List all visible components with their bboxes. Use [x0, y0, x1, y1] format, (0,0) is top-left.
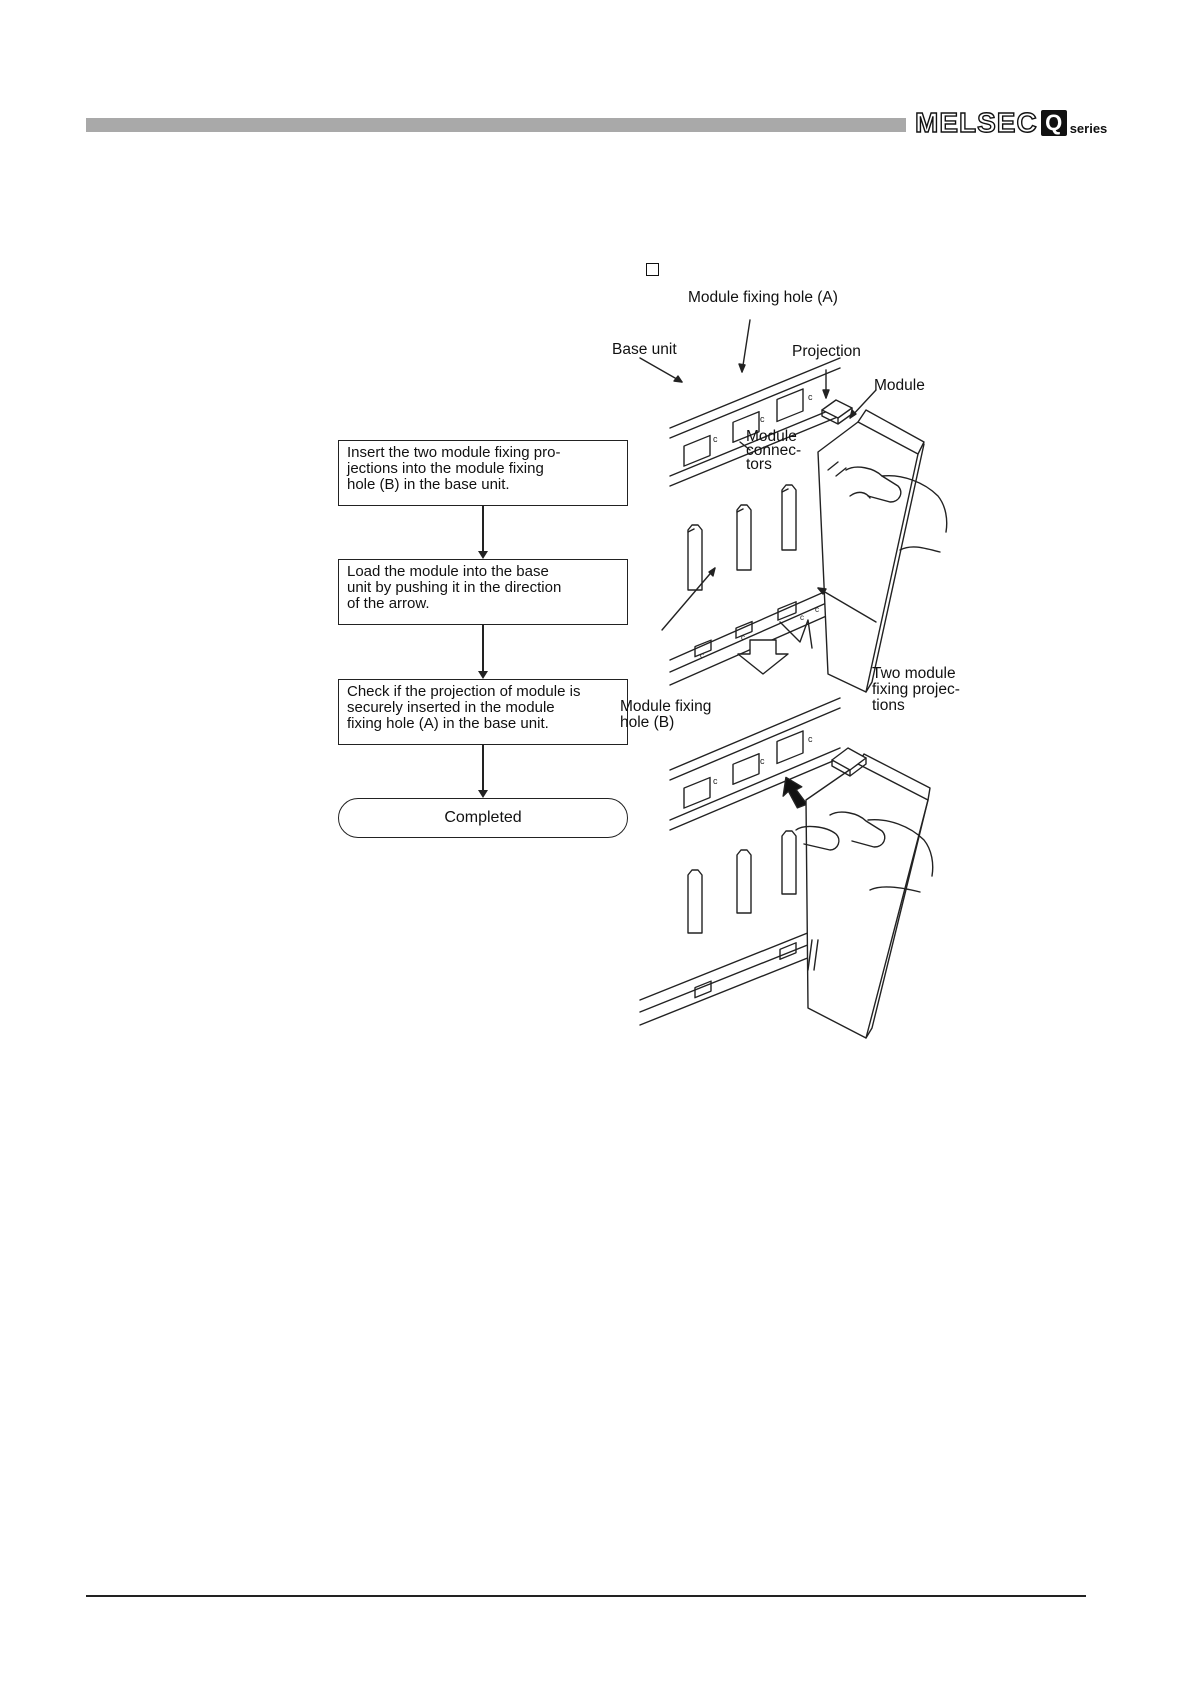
- brand-letter: Q: [1040, 110, 1067, 136]
- flow-step-line: fixing hole (A) in the base unit.: [347, 715, 549, 732]
- flow-step-line: unit by pushing it in the direction: [347, 579, 562, 596]
- flow-terminal-completed: Completed: [338, 798, 628, 838]
- flow-arrow-head: [478, 790, 488, 798]
- svg-text:c: c: [713, 776, 718, 786]
- svg-text:c: c: [800, 613, 804, 622]
- label-line: connec-: [746, 442, 802, 459]
- header-bar: [86, 118, 906, 132]
- flow-step-load: Load the module into the base unit by pu…: [338, 559, 628, 625]
- svg-text:c: c: [713, 434, 718, 444]
- flow-step-line: of the arrow.: [347, 595, 430, 612]
- svg-text:c: c: [741, 633, 745, 642]
- flow-connector: [482, 745, 484, 790]
- flow-step-line: Insert the two module fixing pro-: [347, 444, 561, 461]
- brand-suffix: series: [1069, 121, 1108, 136]
- flow-step-check: Check if the projection of module is sec…: [338, 679, 628, 745]
- flow-step-line: jections into the module fixing: [347, 460, 544, 477]
- label-line: fixing projec-: [872, 681, 960, 698]
- label-line: Module: [746, 428, 797, 445]
- module-mounting-illustration: c c c c c c c: [600, 290, 1060, 1090]
- label-line: tions: [872, 697, 905, 714]
- footer-rule: [86, 1595, 1086, 1597]
- brand-logo: MELSEC Q series: [914, 104, 1108, 138]
- flow-connector: [482, 625, 484, 671]
- label-line: tors: [746, 456, 772, 473]
- label-module-connectors: Module connec- tors: [746, 428, 802, 473]
- svg-text:c: c: [808, 734, 813, 744]
- label-line: hole (B): [620, 714, 675, 731]
- label-projection: Projection: [792, 343, 861, 360]
- svg-text:c: c: [815, 605, 819, 614]
- label-line: Two module: [872, 665, 956, 682]
- mounting-drawing: c c c c c c c: [639, 319, 948, 1039]
- svg-text:c: c: [700, 651, 704, 660]
- label-base-unit: Base unit: [612, 341, 677, 358]
- checkbox-glyph: [646, 263, 659, 276]
- flow-connector: [482, 506, 484, 551]
- label-line: Module fixing: [620, 698, 712, 715]
- flow-step-line: Load the module into the base: [347, 563, 549, 580]
- flow-step-insert: Insert the two module fixing pro- jectio…: [338, 440, 628, 506]
- brand-name: MELSEC: [914, 107, 1038, 138]
- label-module: Module: [874, 377, 925, 394]
- flow-step-line: securely inserted in the module: [347, 699, 555, 716]
- label-module-fixing-hole-a: Module fixing hole (A): [688, 289, 838, 306]
- flow-arrow-head: [478, 551, 488, 559]
- flow-step-line: hole (B) in the base unit.: [347, 476, 510, 493]
- svg-text:c: c: [808, 392, 813, 402]
- svg-text:c: c: [760, 414, 765, 424]
- label-module-fixing-hole-b: Module fixing hole (B): [620, 699, 711, 731]
- flow-arrow-head: [478, 671, 488, 679]
- svg-text:c: c: [760, 756, 765, 766]
- flow-step-line: Check if the projection of module is: [347, 683, 581, 700]
- label-two-module-fixing-projections: Two module fixing projec- tions: [872, 666, 960, 714]
